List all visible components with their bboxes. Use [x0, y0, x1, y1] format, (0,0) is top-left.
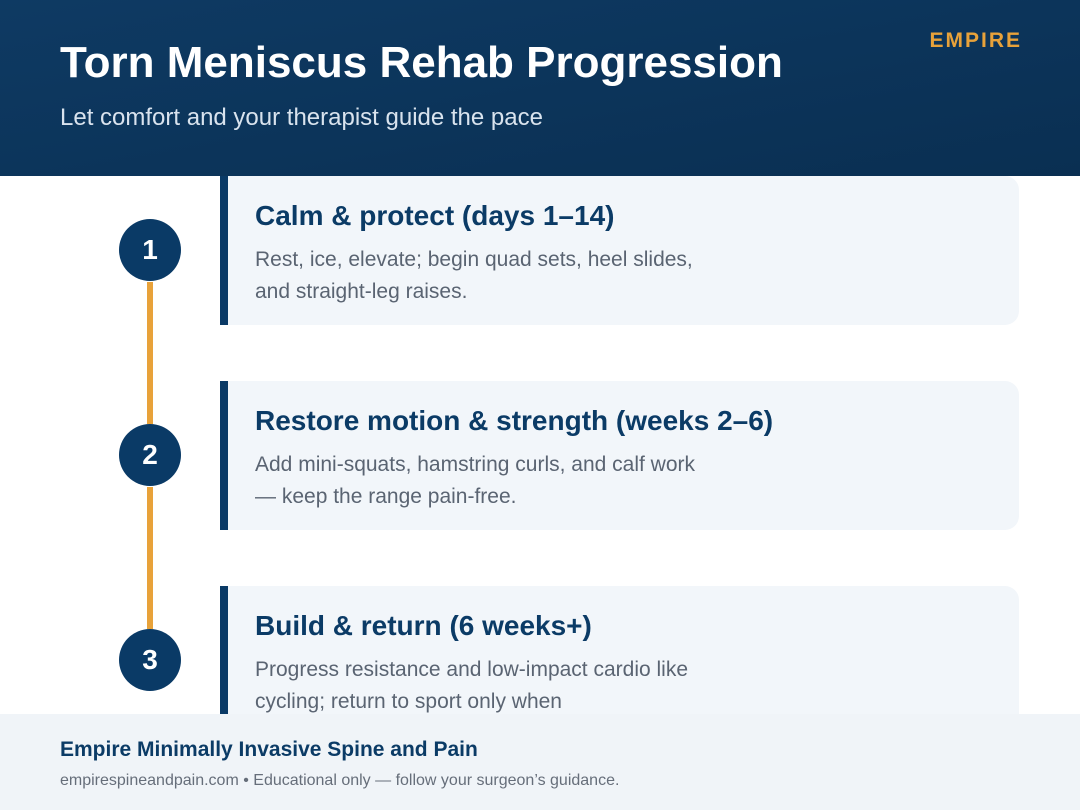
step-number-2: 2 — [119, 424, 181, 486]
step-card-3: Build & return (6 weeks+) Progress resis… — [220, 586, 1019, 735]
step-title: Calm & protect (days 1–14) — [255, 200, 615, 231]
footer: Empire Minimally Invasive Spine and Pain… — [0, 714, 1080, 810]
step-description: Rest, ice, elevate; begin quad sets, hee… — [255, 248, 693, 303]
step-description: Progress resistance and low-impact cardi… — [255, 658, 689, 713]
step-card-2: Restore motion & strength (weeks 2–6) Ad… — [220, 381, 1019, 530]
step-number-1: 1 — [119, 219, 181, 281]
page-title: Torn Meniscus Rehab Progression — [60, 38, 783, 87]
page-subtitle: Let comfort and your therapist guide the… — [60, 104, 543, 131]
timeline-connector — [147, 487, 153, 629]
step-card-1: Calm & protect (days 1–14) Rest, ice, el… — [220, 176, 1019, 325]
step-number-3: 3 — [119, 629, 181, 691]
timeline-connector — [147, 282, 153, 424]
step-description: Add mini-squats, hamstring curls, and ca… — [255, 453, 696, 508]
step-title: Restore motion & strength (weeks 2–6) — [255, 405, 774, 436]
header-banner: Torn Meniscus Rehab Progression Let comf… — [0, 0, 1080, 176]
footer-organization: Empire Minimally Invasive Spine and Pain — [60, 738, 478, 761]
step-title: Build & return (6 weeks+) — [255, 610, 592, 641]
brand-logo: EMPIRE — [929, 29, 1022, 52]
footer-disclaimer: empirespineandpain.com • Educational onl… — [60, 772, 620, 789]
